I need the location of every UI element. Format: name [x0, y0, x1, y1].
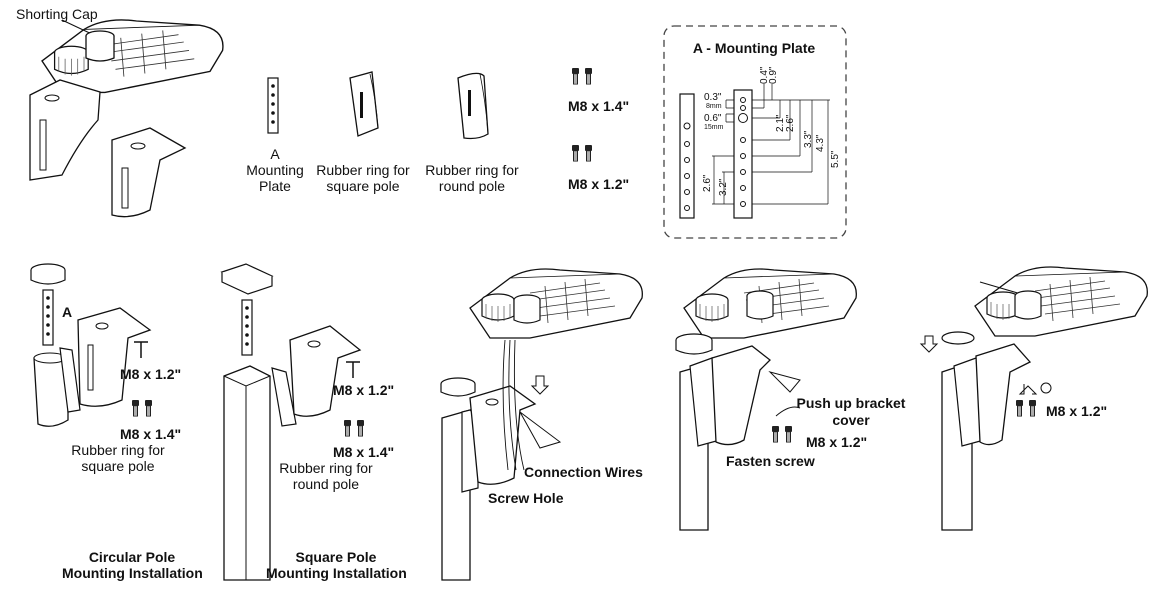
- rubber-square-label-1: Rubber ring for: [316, 162, 410, 178]
- circular-letter-a: A: [62, 304, 73, 320]
- mounting-plate-label-2: Plate: [259, 178, 291, 194]
- dim-3-3: 3.3": [803, 130, 814, 148]
- fasten-screw-label: Fasten screw: [726, 453, 815, 469]
- mounting-plate-letter: A: [270, 146, 280, 162]
- square-screw-long-label: M8 x 1.4": [333, 444, 395, 460]
- screw-short-label: M8 x 1.2": [568, 176, 630, 192]
- wiring-step: [440, 268, 643, 581]
- bracket-arm: [111, 127, 187, 218]
- mounting-plate-label-1: Mounting: [246, 162, 304, 178]
- rubber-round-label-1: Rubber ring for: [425, 162, 519, 178]
- rubber-ring-round-part: [457, 72, 489, 140]
- square-pole-assembly: [220, 263, 365, 581]
- dim-5-5: 5.5": [830, 150, 841, 168]
- screw-short-icon: [571, 144, 593, 162]
- square-ring-label-2: round pole: [292, 476, 360, 492]
- dim-2-6b: 2.6": [702, 174, 713, 192]
- circular-screw-long-label: M8 x 1.4": [120, 426, 182, 442]
- mounting-plate-title: A - Mounting Plate: [692, 40, 816, 56]
- push-bracket-label-1: Push up bracket: [796, 395, 906, 411]
- screw-long-label: M8 x 1.4": [568, 98, 630, 114]
- shorting-cap-label: Shorting Cap: [16, 6, 98, 22]
- push-bracket-label-2: cover: [832, 412, 870, 428]
- connection-wires-label: Connection Wires: [524, 464, 643, 480]
- rubber-round-label-2: round pole: [438, 178, 506, 194]
- dim-2-6a: 2.6": [785, 114, 796, 132]
- dim-0-9: 0.9": [768, 66, 779, 84]
- mounting-plate-part: [267, 77, 279, 134]
- mounting-plate-detail: [663, 25, 847, 239]
- rubber-ring-square-part: [349, 71, 379, 137]
- circular-caption-2: Mounting Installation: [62, 565, 203, 581]
- circular-screw-short-label: M8 x 1.2": [120, 366, 182, 382]
- dim-8mm: 8mm: [706, 103, 722, 110]
- circular-pole-assembly: [30, 263, 153, 427]
- dim-15mm: 15mm: [704, 124, 724, 131]
- final-screw-short-label: M8 x 1.2": [1046, 403, 1108, 419]
- screw-hole-label: Screw Hole: [488, 490, 564, 506]
- bracket-screw-short-label: M8 x 1.2": [806, 434, 868, 450]
- circular-ring-label-2: square pole: [81, 458, 155, 474]
- circular-ring-label-1: Rubber ring for: [71, 442, 165, 458]
- luminaire-with-shorting-cap: [29, 19, 224, 181]
- bracket-cover-step: [675, 268, 857, 531]
- circular-caption-1: Circular Pole: [88, 549, 176, 565]
- rubber-square-label-2: square pole: [326, 178, 400, 194]
- dim-4-3: 4.3": [815, 134, 826, 152]
- square-caption-2: Mounting Installation: [266, 565, 407, 581]
- dim-0-3: 0.3": [704, 92, 722, 103]
- dim-3-2: 3.2": [718, 178, 729, 196]
- dim-0-6: 0.6": [704, 113, 722, 124]
- square-caption-1: Square Pole: [295, 549, 377, 565]
- screw-long-icon: [571, 67, 593, 85]
- final-step: [919, 266, 1148, 531]
- square-screw-short-label: M8 x 1.2": [333, 382, 395, 398]
- square-ring-label-1: Rubber ring for: [279, 460, 373, 476]
